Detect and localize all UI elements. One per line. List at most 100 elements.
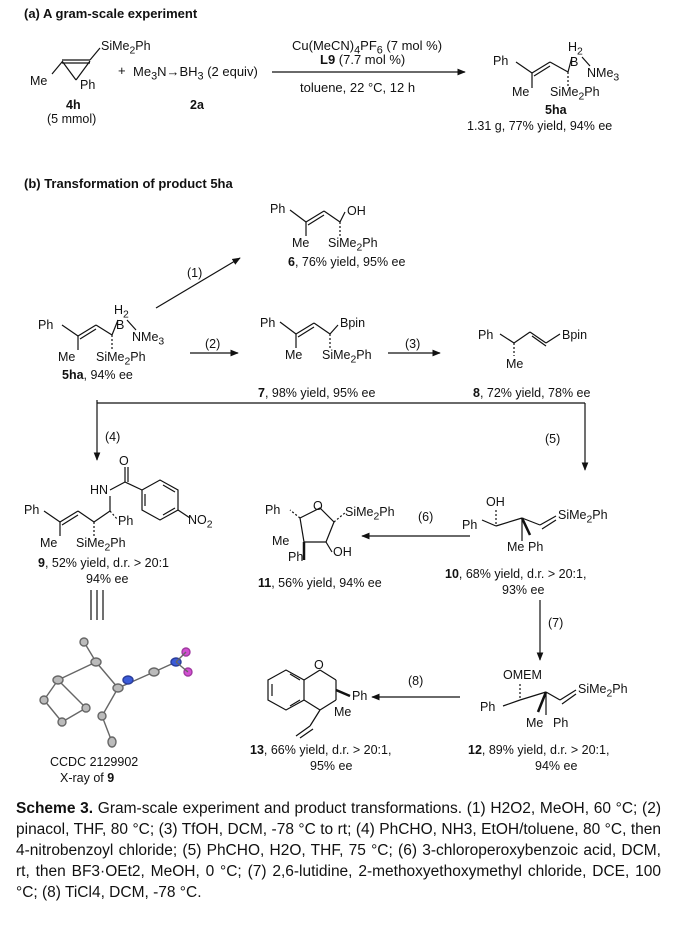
atom-label: Ph [265, 503, 281, 517]
step-label-1: (1) [187, 266, 203, 280]
caption-lead: Scheme 3. [16, 800, 94, 817]
atom-label: Ph [462, 518, 478, 532]
condition-ligand: L9 (7.7 mol %) [320, 52, 406, 67]
atom-label: SiMe2Ph [345, 505, 395, 523]
atom-label: OMEM [503, 668, 542, 682]
atom-label: Ph [528, 540, 544, 554]
step-label-5: (5) [545, 432, 561, 446]
atom-label: SiMe2Ph [558, 508, 608, 526]
condition-catalyst: Cu(MeCN)4PF6 (7 mol %) [292, 38, 443, 57]
atom-label: B [116, 318, 125, 332]
atom-label: B [570, 55, 579, 69]
reagent-2a: Me3N→BH3 (2 equiv) [133, 64, 258, 83]
structure-7 [279, 321, 339, 348]
label-6: 6, 76% yield, 95% ee [288, 255, 406, 269]
atom-label: Me [272, 534, 290, 548]
atom-label: O [119, 454, 129, 468]
atom-label: Ph [24, 503, 40, 517]
atom-label: Ph [493, 54, 509, 68]
step-label-3: (3) [405, 337, 421, 351]
label-8: 8, 72% yield, 78% ee [473, 386, 591, 400]
structure-10 [481, 510, 557, 541]
label-12: 12, 89% yield, d.r. > 20:1, [468, 743, 610, 757]
equivalence-bars [90, 590, 104, 620]
atom-label: Ph [480, 700, 496, 714]
label-7: 7, 98% yield, 95% ee [258, 386, 376, 400]
atom-label: Me [292, 236, 310, 250]
atom-label: Ph [80, 78, 96, 92]
atom-label: Me [526, 716, 544, 730]
step-label-8: (8) [408, 674, 424, 688]
arrow-step-1 [155, 257, 241, 309]
atom-label: Ph [260, 316, 276, 330]
label-11: 11, 56% yield, 94% ee [258, 576, 382, 590]
atom-label: HN [90, 483, 109, 497]
structure-6 [289, 209, 346, 236]
atom-label: SiMe2Ph [328, 236, 378, 254]
xray-ccdc: CCDC 2129902 [50, 755, 139, 769]
label-10: 10, 68% yield, d.r. > 20:1, [445, 567, 587, 581]
xray-structure-image [39, 637, 193, 748]
amount-4h: (5 mmol) [47, 112, 97, 126]
atom-label: SiMe2Ph [101, 39, 151, 57]
condition-solvent: toluene, 22 °C, 12 h [300, 80, 416, 95]
step-label-2: (2) [205, 337, 221, 351]
atom-label: NMe3 [587, 66, 620, 84]
atom-label: Ph [288, 550, 304, 564]
atom-label: Ph [352, 689, 368, 703]
xray-caption: X-ray of 9 [60, 771, 115, 785]
atom-label: Ph [553, 716, 569, 730]
atom-label: NO2 [188, 513, 213, 531]
atom-label: Bpin [340, 316, 366, 330]
plus-sign: + [118, 63, 126, 78]
label-10-ee: 93% ee [502, 583, 545, 597]
label-9: 9, 52% yield, d.r. > 20:1 [38, 556, 169, 570]
branch-connectors [93, 400, 589, 471]
atom-label: Ph [478, 328, 494, 342]
atom-label: SiMe2Ph [578, 682, 628, 700]
label-9-ee: 94% ee [86, 572, 129, 586]
atom-label: SiMe2Ph [96, 350, 146, 368]
structure-9 [43, 467, 191, 536]
atom-label: OH [486, 495, 505, 509]
caption-text: Gram-scale experiment and product transf… [16, 800, 662, 901]
atom-label: Me [30, 74, 48, 88]
atom-label: SiMe2Ph [76, 536, 126, 554]
structure-5ha-b [61, 319, 137, 350]
step-label-4: (4) [105, 430, 121, 444]
atom-label: O [314, 658, 324, 672]
structure-13 [267, 669, 351, 739]
structure-12 [502, 684, 577, 715]
structure-8 [499, 331, 561, 356]
atom-label: Bpin [562, 328, 588, 342]
result-5ha: 1.31 g, 77% yield, 94% ee [467, 119, 613, 133]
atom-label: Me [58, 350, 76, 364]
atom-label: Me [285, 348, 303, 362]
compound-label-4h: 4h [66, 98, 81, 112]
atom-label: Me [506, 357, 524, 371]
label-5ha-b: 5ha, 94% ee [62, 368, 133, 382]
atom-label: Me [40, 536, 58, 550]
structure-11 [289, 507, 347, 560]
label-13-ee: 95% ee [310, 759, 353, 773]
atom-label: OH [333, 545, 352, 559]
atom-label: Me [507, 540, 525, 554]
step-label-7: (7) [548, 616, 564, 630]
atom-label: Me [334, 705, 352, 719]
atom-label: O [313, 499, 323, 513]
atom-label: OH [347, 204, 366, 218]
label-13: 13, 66% yield, d.r. > 20:1, [250, 743, 392, 757]
atom-label: SiMe2Ph [550, 85, 600, 103]
section-b-title: (b) Transformation of product 5ha [24, 176, 233, 191]
atom-label: Ph [38, 318, 54, 332]
scheme-caption: Scheme 3. Gram-scale experiment and prod… [16, 798, 661, 903]
atom-label: Me [512, 85, 530, 99]
label-12-ee: 94% ee [535, 759, 578, 773]
structure-4h [51, 47, 101, 81]
compound-label-2a: 2a [190, 98, 204, 112]
atom-label: H2 [114, 303, 129, 321]
atom-label: NMe3 [132, 330, 165, 348]
compound-label-5ha: 5ha [545, 103, 567, 117]
atom-label: Ph [270, 202, 286, 216]
